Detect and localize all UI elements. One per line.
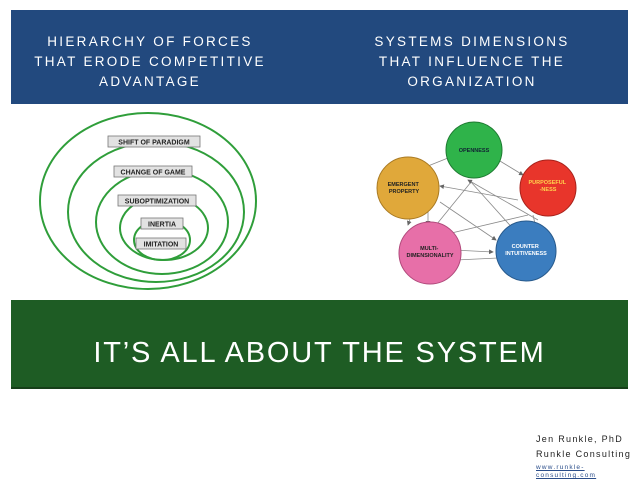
svg-text:PURPOSEFUL -NESS: PURPOSEFUL -NESS [528, 180, 567, 193]
label-box-shift-of-paradigm: SHIFT OF PARADIGM [107, 135, 201, 148]
svg-text:IMITATION: IMITATION [144, 242, 179, 249]
author-name: Jen Runkle, PhD [536, 434, 624, 444]
svg-text:INERTIA: INERTIA [148, 222, 176, 229]
counter-line-1: COUNTER [512, 244, 539, 250]
label-box-suboptimization: SUBOPTIMIZATION [117, 194, 197, 207]
banner-title: IT’S ALL ABOUT THE SYSTEM [93, 337, 546, 369]
node-multi-dimensionality: MULTI- DIMENSIONALITY [398, 221, 462, 285]
node-openness: OPENNESS [445, 121, 503, 179]
purposefulness-line-2: -NESS [540, 187, 557, 193]
counter-line-2: INTUITIVENESS [505, 251, 547, 257]
hierarchy-title: HIERARCHY OF FORCES THAT ERODE COMPETITI… [34, 34, 266, 89]
multi-line-1: MULTI- [420, 246, 438, 252]
svg-text:SUBOPTIMIZATION: SUBOPTIMIZATION [125, 199, 189, 206]
node-emergent-property: EMERGENT PROPERTY [376, 156, 440, 220]
hierarchy-diagram: SHIFT OF PARADIGM CHANGE OF GAME SUBOPTI… [39, 112, 257, 290]
svg-text:MULTI- DIMENSIONALITY: MULTI- DIMENSIONALITY [406, 246, 453, 259]
node-purposefulness: PURPOSEFUL -NESS [519, 159, 577, 217]
svg-text:EMERGENT PROPERTY: EMERGENT PROPERTY [388, 182, 421, 195]
banner: IT’S ALL ABOUT THE SYSTEM [11, 300, 628, 389]
svg-text:OPENNESS: OPENNESS [459, 148, 490, 154]
purposefulness-line-1: PURPOSEFUL [528, 180, 566, 186]
emergent-line-1: EMERGENT [388, 182, 420, 188]
company-name: Runkle Consulting [536, 449, 632, 459]
systems-title: SYSTEMS DIMENSIONS THAT INFLUENCE THE OR… [374, 34, 570, 89]
multi-line-2: DIMENSIONALITY [406, 253, 453, 259]
systems-diagram: OPENNESS PURPOSEFUL -NESS COUNTER INTUIT… [376, 121, 577, 285]
label-box-inertia: INERTIA [140, 217, 184, 230]
header-band: HIERARCHY OF FORCES THAT ERODE COMPETITI… [11, 10, 628, 104]
svg-text:CHANGE OF GAME: CHANGE OF GAME [121, 170, 186, 177]
ring-outer [39, 112, 257, 290]
svg-text:COUNTER INTUITIVENESS: COUNTER INTUITIVENESS [505, 244, 547, 257]
website-link[interactable]: www.runkle- consulting.com [536, 464, 597, 479]
label-box-change-of-game: CHANGE OF GAME [113, 165, 193, 178]
credits: Jen Runkle, PhD Runkle Consulting www.ru… [536, 432, 636, 479]
svg-text:SHIFT OF PARADIGM: SHIFT OF PARADIGM [118, 140, 190, 147]
label-box-imitation: IMITATION [135, 237, 187, 250]
node-counter-intuitiveness: COUNTER INTUITIVENESS [495, 220, 557, 282]
ring-2 [67, 141, 245, 283]
emergent-line-2: PROPERTY [389, 189, 420, 195]
